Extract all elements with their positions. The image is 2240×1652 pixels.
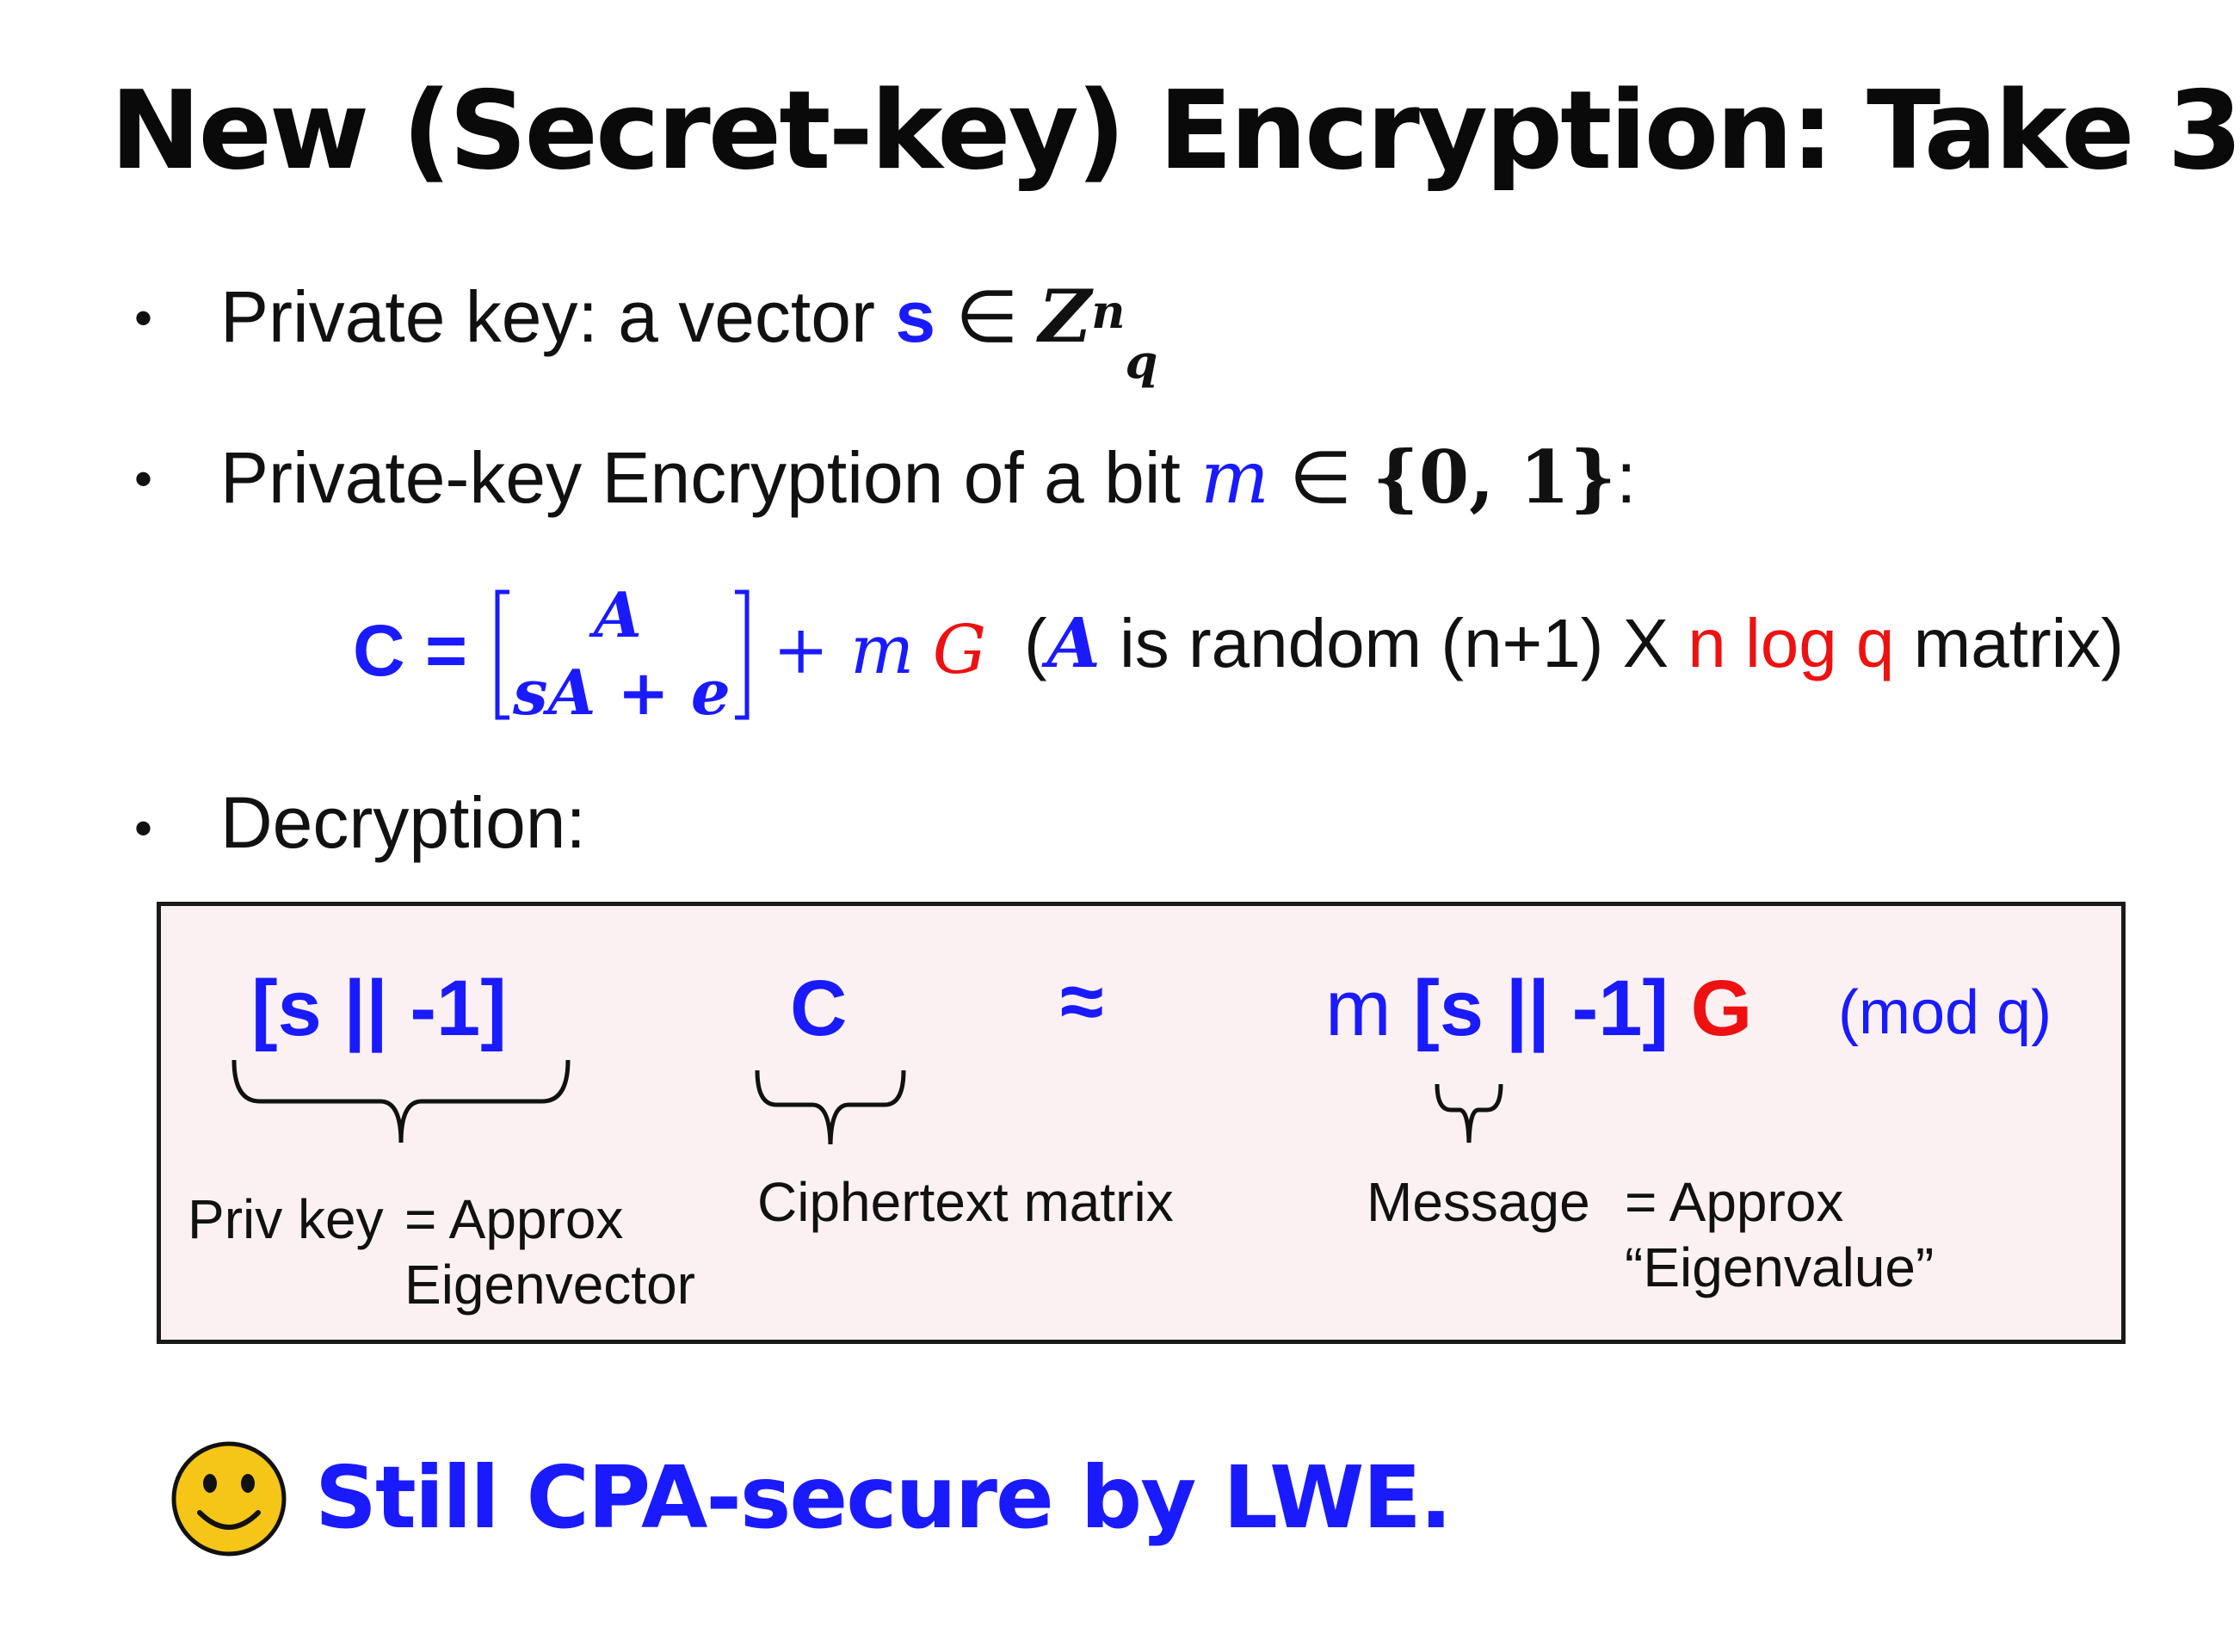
bullet-dot: •	[134, 450, 153, 508]
matrix-top-A: A	[594, 578, 642, 651]
desc-A: A	[1046, 602, 1101, 683]
element-of: ∈	[1268, 437, 1373, 518]
smiley-face-icon	[171, 1441, 287, 1556]
bullet-dot: •	[134, 799, 153, 857]
bullet-private-key: Private key: a vector s ∈ Znq	[220, 274, 1157, 389]
desc-tail: matrix)	[1894, 605, 2125, 681]
dec-approx: ≈	[1060, 958, 1104, 1045]
label-ciphertext: Ciphertext matrix	[757, 1171, 1174, 1233]
colon: :	[1616, 437, 1637, 518]
dec-key: [s || -1]	[251, 965, 507, 1052]
bullet-decryption: Decryption:	[220, 782, 586, 863]
label-privkey: Priv key	[188, 1188, 384, 1250]
bullet-text: Private-key Encryption of a bit	[220, 437, 1201, 518]
label-approx-eigenvector-2: Eigenvector	[404, 1254, 695, 1316]
formula-rest: + m G	[773, 611, 986, 689]
dec-G: G	[1690, 965, 1753, 1052]
bullet-text: Private key: a vector	[220, 276, 896, 357]
dec-rhs: m [s || -1] G	[1325, 964, 1752, 1054]
bullet-dot: •	[134, 289, 153, 347]
brace-message-icon	[1435, 1083, 1503, 1143]
formula-G: G	[932, 612, 987, 689]
bullet-encryption: Private-key Encryption of a bit m ∈ {0, …	[220, 435, 1636, 520]
set-z: Z	[1038, 274, 1092, 359]
decryption-box	[157, 902, 2126, 1344]
set-subscript: q	[1125, 334, 1158, 389]
slide-title: New (Secret-key) Encryption: Take 3	[110, 67, 2240, 194]
paren-open: (	[1024, 605, 1047, 681]
matrix-brackets	[495, 589, 750, 720]
label-message: Message	[1367, 1171, 1590, 1233]
label-approx-eigenvalue-2: “Eigenvalue”	[1625, 1236, 1935, 1298]
matrix-bottom: sA + e	[513, 656, 731, 729]
conclusion-text: Still CPA-secure by LWE.	[315, 1447, 1453, 1548]
dec-C: C	[790, 965, 848, 1052]
dec-key2: [s || -1]	[1413, 965, 1669, 1052]
label-approx-eigenvalue-1: = Approx	[1625, 1171, 1844, 1233]
formula-m: m	[850, 612, 915, 689]
formula-description: (A is random (n+1) X n log q matrix)	[1024, 602, 2124, 683]
plus-sign: +	[773, 612, 851, 689]
desc-dims: n log q	[1688, 605, 1895, 681]
formula-lhs: C =	[353, 610, 468, 691]
label-approx-eigenvector-1: = Approx	[404, 1188, 624, 1250]
var-m: m	[1200, 435, 1269, 520]
element-of: ∈	[935, 276, 1039, 357]
dec-mod: (mod q)	[1838, 978, 2052, 1047]
dec-m: m	[1325, 965, 1392, 1052]
brace-privkey-icon	[231, 1059, 571, 1143]
bit-set: {0, 1}	[1372, 435, 1617, 520]
var-s: s	[895, 276, 936, 357]
desc-text: is random (n+1) X	[1100, 605, 1688, 681]
brace-cipher-icon	[755, 1069, 906, 1145]
set-superscript: n	[1091, 284, 1126, 339]
